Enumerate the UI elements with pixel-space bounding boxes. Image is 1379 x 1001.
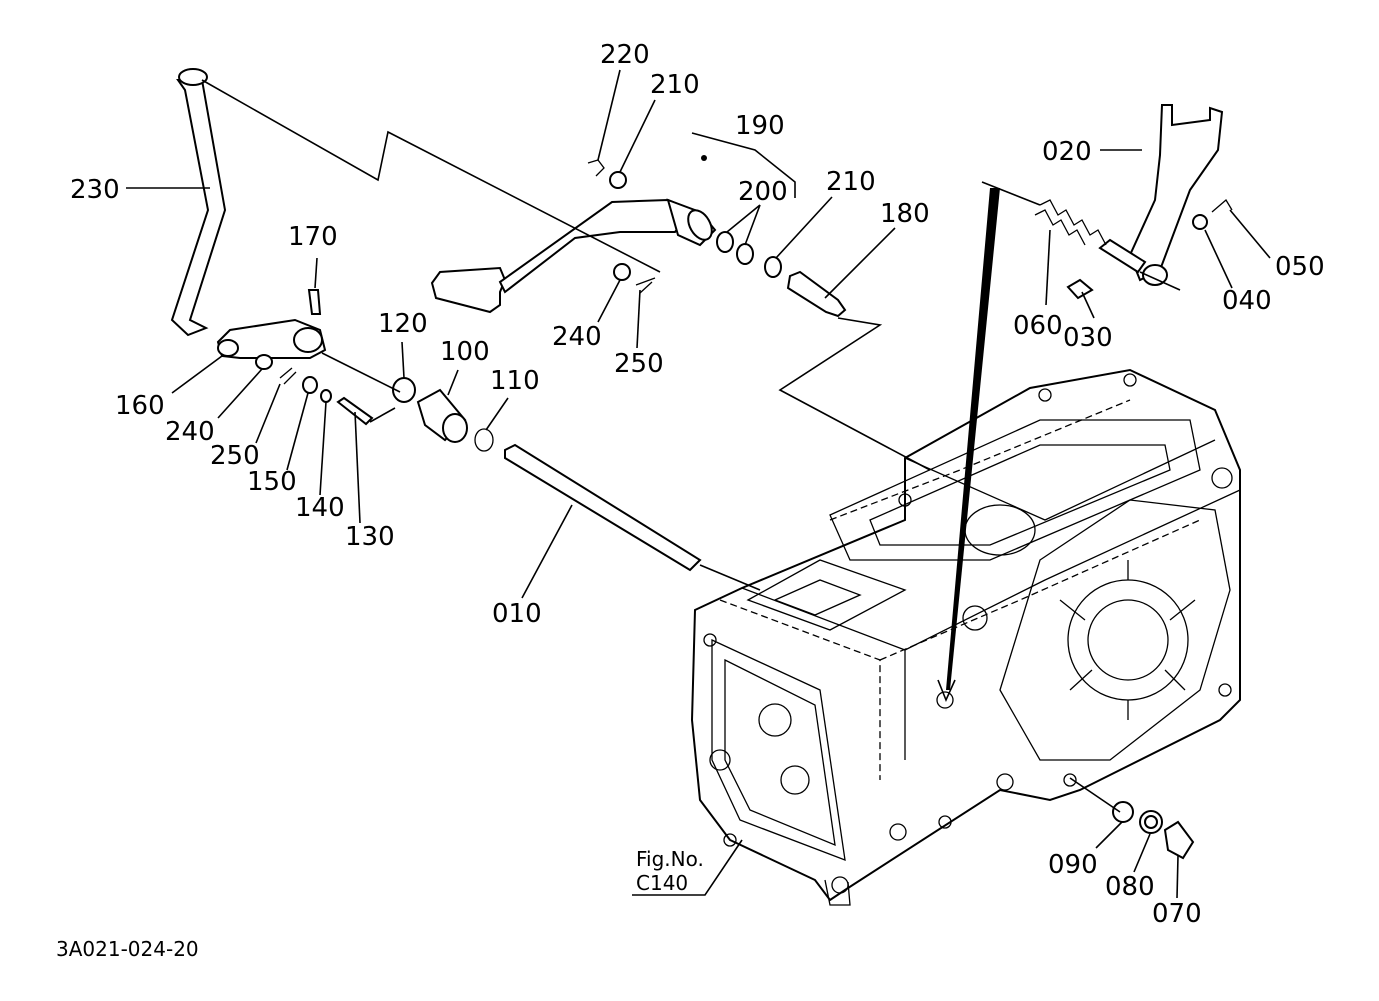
label-030: 030 (1063, 323, 1113, 353)
bushing-pair (716, 231, 754, 265)
label-040: 040 (1222, 286, 1272, 316)
label-090: 090 (1048, 850, 1098, 880)
clutch-lever (216, 318, 327, 359)
pointer-arrow (946, 188, 1000, 690)
label-020: 020 (1042, 137, 1092, 167)
label-060: 060 (1013, 311, 1063, 341)
label-050: 050 (1275, 252, 1325, 282)
nut-150 (302, 376, 318, 394)
label-240-pedal: 240 (552, 322, 602, 352)
dowel-090 (1112, 801, 1134, 823)
pedal-pin (786, 270, 847, 318)
washer-210-right (764, 256, 782, 278)
label-250-lever: 250 (210, 441, 260, 471)
label-250-pedal: 250 (614, 349, 664, 379)
bolt-130 (336, 396, 374, 426)
split-pin-250-lever (279, 367, 297, 385)
figure-ref-line1: Fig.No. (636, 847, 704, 871)
split-pin-250-pedal (635, 277, 656, 294)
spring-pin (307, 289, 322, 315)
o-ring-110 (474, 428, 494, 452)
label-010: 010 (492, 599, 542, 629)
leader-lines (126, 69, 1271, 899)
label-210-right: 210 (826, 167, 876, 197)
label-220: 220 (600, 40, 650, 70)
washer-240-lever (255, 354, 273, 370)
label-110: 110 (490, 366, 540, 396)
label-120: 120 (378, 309, 428, 339)
clutch-rod (170, 79, 227, 337)
label-240-lever: 240 (165, 417, 215, 447)
label-140: 140 (295, 493, 345, 523)
label-200: 200 (738, 177, 788, 207)
label-230: 230 (70, 175, 120, 205)
clutch-pedal (430, 155, 717, 314)
label-080: 080 (1105, 872, 1155, 902)
washer-040 (1192, 214, 1208, 230)
washer-240-pedal (613, 263, 631, 281)
release-shaft (504, 443, 702, 572)
release-hub (416, 388, 468, 443)
release-fork (1098, 104, 1224, 286)
drain-plug-070 (1163, 820, 1195, 860)
label-180: 180 (880, 199, 930, 229)
label-070: 070 (1152, 899, 1202, 929)
label-150: 150 (247, 467, 297, 497)
label-170: 170 (288, 222, 338, 252)
transmission-case (690, 368, 1241, 906)
washer-210-left (609, 171, 627, 189)
washer-140 (320, 389, 332, 403)
label-160: 160 (115, 391, 165, 421)
label-100: 100 (440, 337, 490, 367)
circlip (587, 159, 605, 177)
return-spring (1034, 199, 1107, 246)
figure-reference: Fig.No. C140 (636, 847, 704, 895)
split-pin-050 (1211, 199, 1233, 213)
pin-030 (1066, 278, 1094, 300)
drawing-number: 3A021-024-20 (56, 937, 199, 961)
figure-ref-line2: C140 (636, 871, 688, 895)
label-210-left: 210 (650, 70, 700, 100)
part-labels: 010 020 030 040 050 060 070 080 090 100 … (70, 40, 1325, 929)
label-130: 130 (345, 522, 395, 552)
label-190: 190 (735, 111, 785, 141)
